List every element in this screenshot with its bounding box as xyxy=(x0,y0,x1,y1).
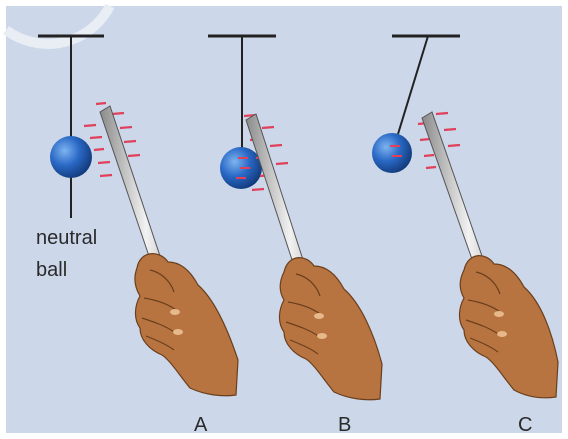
panel-label-b: B xyxy=(338,414,351,436)
caption-ball: ball xyxy=(36,259,67,281)
caption-neutral: neutral xyxy=(36,227,97,249)
panel-label-c: C xyxy=(518,414,532,436)
neutral-ball xyxy=(50,136,92,178)
panel-label-a: A xyxy=(194,414,208,436)
repelled-ball-c xyxy=(372,133,412,173)
